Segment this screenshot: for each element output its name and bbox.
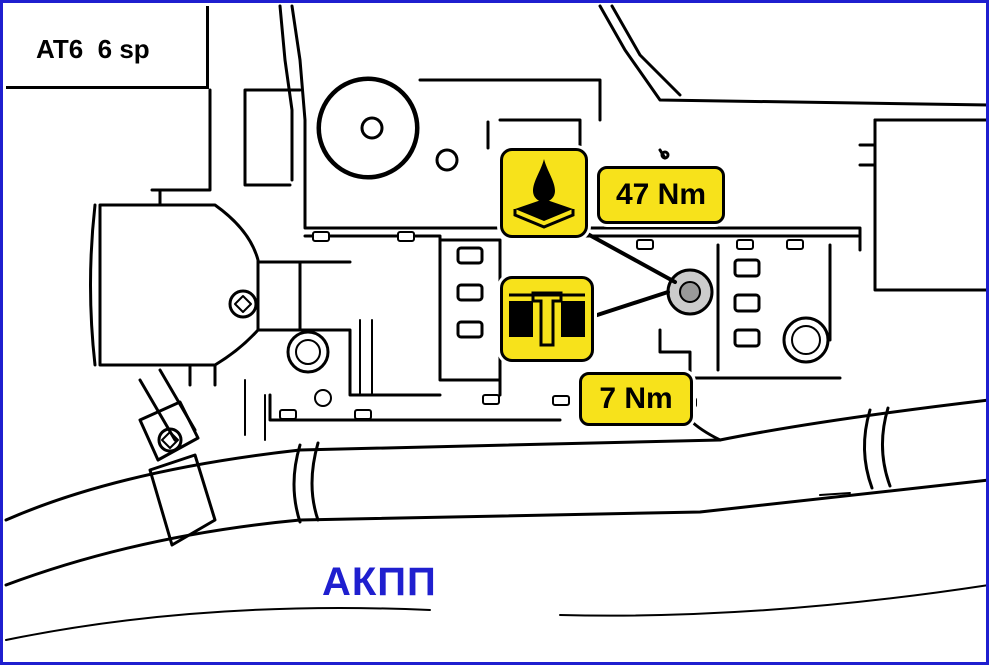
sealing-washer-icon — [500, 276, 594, 362]
oil-drop-on-pan-icon — [500, 148, 588, 238]
check-plug-torque-label: 7 Nm — [579, 372, 693, 426]
model-label: AT6 6 sp — [36, 34, 150, 64]
model-box: AT6 6 sp — [6, 6, 209, 89]
drain-plug-torque-label: 47 Nm — [597, 166, 725, 224]
caption: АКПП — [322, 560, 437, 604]
